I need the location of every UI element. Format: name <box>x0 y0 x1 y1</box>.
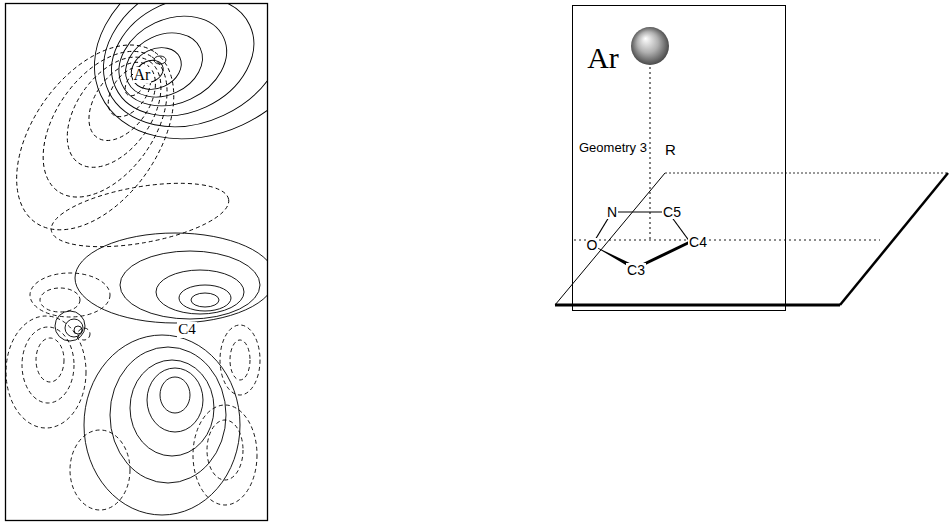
atom-label: C4 <box>688 235 708 250</box>
distance-label: R <box>664 142 677 158</box>
atom-label: O <box>586 238 599 253</box>
atom-label: C4 <box>177 322 197 338</box>
atom-label: C5 <box>662 205 682 220</box>
geometry-label: Geometry 3 <box>578 141 648 155</box>
atom-label: N <box>606 205 618 220</box>
atom-label: C3 <box>626 263 646 278</box>
atom-label: Ar <box>586 42 620 74</box>
atom-label: Ar <box>133 67 152 84</box>
